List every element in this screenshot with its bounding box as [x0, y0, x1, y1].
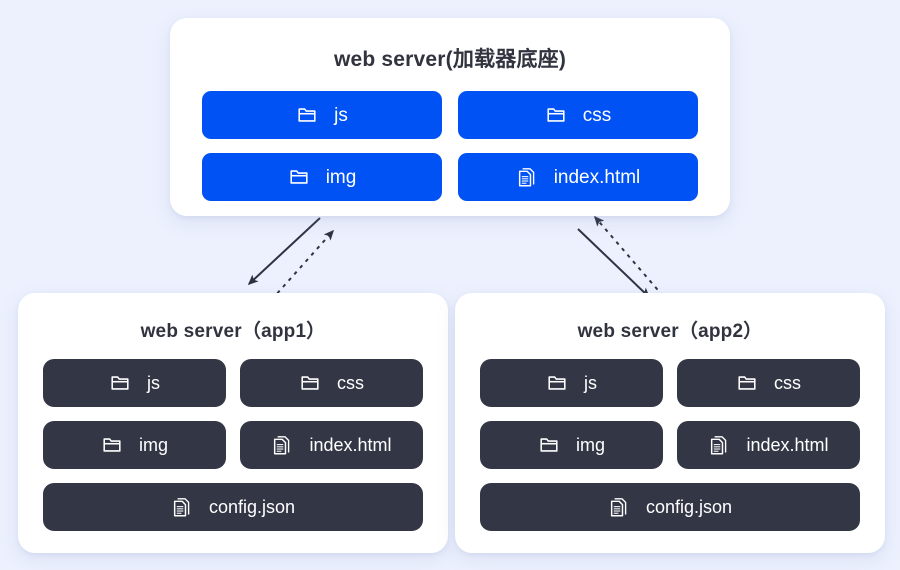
pill-label: css: [774, 373, 801, 393]
folder-icon: [296, 104, 318, 126]
pill-label: css: [582, 104, 612, 126]
pill-js[interactable]: js: [480, 359, 663, 407]
pill-label: config.json: [208, 497, 296, 517]
pill-css[interactable]: css: [458, 91, 698, 139]
pill-label: js: [584, 373, 597, 393]
folder-icon: [109, 372, 131, 394]
pill-row: js css: [202, 91, 698, 139]
folder-icon: [288, 166, 310, 188]
connector-root-to-app1: [247, 217, 321, 286]
document-icon: [708, 434, 730, 456]
pill-label: img: [325, 166, 357, 188]
pill-img[interactable]: img: [480, 421, 663, 469]
document-icon: [608, 496, 630, 518]
pill-label: index.html: [553, 166, 641, 188]
pill-label: img: [575, 435, 605, 455]
folder-icon: [736, 372, 758, 394]
card-app2-web-server: web server（app2） js css img index.html confi…: [455, 293, 885, 553]
document-icon: [271, 434, 293, 456]
pill-img[interactable]: img: [43, 421, 226, 469]
folder-icon: [299, 372, 321, 394]
folder-icon: [538, 434, 560, 456]
pill-row: img index.html: [480, 421, 860, 469]
card-root-title: web server(加载器底座): [333, 48, 567, 71]
pill-row: img index.html: [43, 421, 423, 469]
pill-css[interactable]: css: [240, 359, 423, 407]
pill-label: config.json: [645, 497, 733, 517]
pill-index-html[interactable]: index.html: [240, 421, 423, 469]
pill-label: js: [334, 104, 348, 126]
pill-index-html[interactable]: index.html: [458, 153, 698, 201]
pill-config-json[interactable]: config.json: [43, 483, 423, 531]
connector-app2-to-root: [593, 215, 664, 297]
pill-config-json[interactable]: config.json: [480, 483, 860, 531]
pill-label: css: [337, 373, 364, 393]
card-app2-title: web server（app2）: [577, 321, 763, 342]
connector-root-to-app2: [577, 228, 651, 299]
pill-index-html[interactable]: index.html: [677, 421, 860, 469]
pill-js[interactable]: js: [43, 359, 226, 407]
card-app1-web-server: web server（app1） js css img index.html confi…: [18, 293, 448, 553]
folder-icon: [101, 434, 123, 456]
pill-label: img: [138, 435, 168, 455]
card-root-web-server: web server(加载器底座) js css img index.html: [170, 18, 730, 216]
folder-icon: [545, 104, 567, 126]
pill-img[interactable]: img: [202, 153, 442, 201]
card-root-pill-grid: js css img index.html: [202, 91, 698, 201]
pill-label: index.html: [746, 435, 829, 455]
pill-label: index.html: [309, 435, 392, 455]
card-app1-title: web server（app1）: [140, 321, 326, 342]
pill-row: config.json: [43, 483, 423, 531]
pill-js[interactable]: js: [202, 91, 442, 139]
document-icon: [171, 496, 193, 518]
pill-css[interactable]: css: [677, 359, 860, 407]
card-app2-pill-grid: js css img index.html config.json: [480, 359, 860, 531]
pill-row: config.json: [480, 483, 860, 531]
document-icon: [516, 166, 538, 188]
pill-row: js css: [43, 359, 423, 407]
pill-row: js css: [480, 359, 860, 407]
card-app1-pill-grid: js css img index.html config.json: [43, 359, 423, 531]
pill-row: img index.html: [202, 153, 698, 201]
folder-icon: [546, 372, 568, 394]
pill-label: js: [147, 373, 160, 393]
